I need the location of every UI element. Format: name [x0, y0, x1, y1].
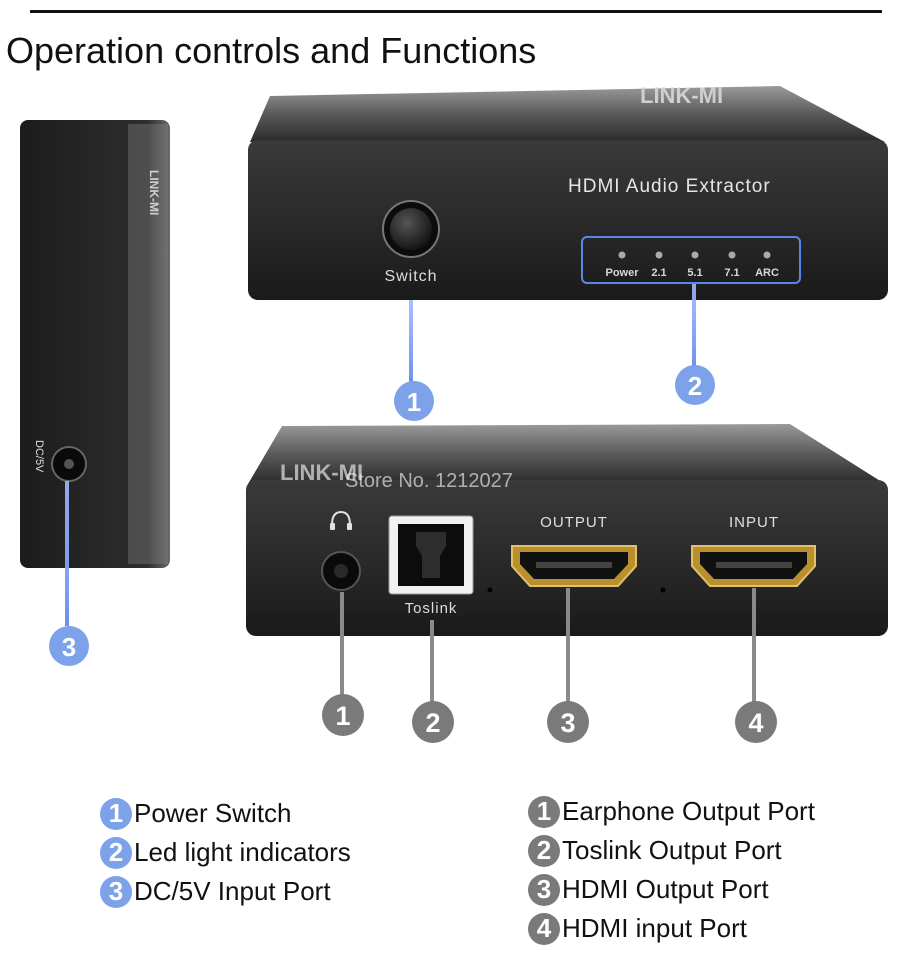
earphone-port-hole: [334, 564, 348, 578]
legend-right-badge: 1: [528, 795, 560, 828]
legend-left-text: Power Switch: [134, 798, 292, 828]
legend-right-item: 2 Toslink Output Port: [528, 831, 815, 870]
legend-left-text: DC/5V Input Port: [134, 876, 331, 906]
callout-rear-4: [735, 701, 777, 743]
led-label-2-1: 2.1: [651, 267, 666, 279]
power-switch-button-cap: [390, 208, 432, 250]
dc-label: DC/5V: [33, 440, 45, 473]
led-label-power: Power: [605, 267, 639, 279]
rear-device: LINK-MI Store No. 1212027 Toslink OUTPUT…: [246, 424, 888, 743]
legend-right-text: HDMI input Port: [562, 913, 747, 943]
top-rule: [30, 10, 882, 13]
legend-right-text: HDMI Output Port: [562, 874, 769, 904]
callout-line-hdmi-output: [566, 588, 570, 702]
headphones-icon: [330, 510, 352, 530]
watermark: Store No. 1212027: [345, 470, 513, 492]
legend-left-item: 1 Power Switch: [100, 794, 351, 833]
callout-rear-1-label: 1: [335, 701, 350, 731]
led-7-1: [728, 251, 736, 259]
hdmi-input-port-pins: [716, 562, 792, 568]
switch-label: Switch: [384, 268, 437, 285]
callout-front-2: [675, 365, 715, 405]
input-label: INPUT: [729, 514, 779, 531]
legend-left-item: 3 DC/5V Input Port: [100, 872, 351, 911]
legend-right-badge: 2: [528, 834, 560, 867]
led-label-5-1: 5.1: [687, 267, 702, 279]
callout-side-3: [49, 626, 89, 666]
product-name: HDMI Audio Extractor: [568, 176, 771, 197]
callout-line-toslink: [430, 620, 434, 702]
brand-logo-top: LINK-MI: [640, 83, 723, 108]
brand-logo-side: LINK-MI: [147, 170, 161, 215]
rear-device-top: [248, 424, 885, 484]
legend-right-text: Earphone Output Port: [562, 796, 815, 826]
callout-line-earphone: [340, 592, 344, 696]
legend-right-badge: 4: [528, 912, 560, 945]
rear-indicator-dot-1: [487, 587, 493, 593]
led-5-1: [691, 251, 699, 259]
callout-line-dc: [65, 481, 69, 626]
side-device: LINK-MI DC/5V 3: [20, 120, 170, 666]
led-2-1: [655, 251, 663, 259]
front-device-face: [248, 140, 888, 300]
dc-input-pin: [64, 459, 74, 469]
callout-rear-2-label: 2: [425, 708, 440, 738]
legend-left-item: 2 Led light indicators: [100, 833, 351, 872]
led-label-arc: ARC: [755, 267, 779, 279]
callout-rear-3-label: 3: [560, 708, 575, 738]
callout-rear-2: [412, 701, 454, 743]
legend-left-badge: 1: [100, 797, 132, 830]
callout-rear-1: [322, 694, 364, 736]
led-power: [618, 251, 626, 259]
brand-logo-rear: LINK-MI: [280, 460, 363, 485]
callout-front-2-label: 2: [688, 371, 702, 401]
led-arc: [763, 251, 771, 259]
callout-line-hdmi-input: [752, 588, 756, 702]
toslink-label: Toslink: [405, 600, 458, 617]
callout-rear-4-label: 4: [748, 708, 763, 738]
legend-right-item: 1 Earphone Output Port: [528, 792, 815, 831]
callout-front-1: [394, 381, 434, 421]
side-device-top-edge: [128, 124, 168, 564]
callout-line-switch: [409, 300, 413, 384]
legend-left-badge: 3: [100, 875, 132, 908]
legend-right-item: 4 HDMI input Port: [528, 909, 815, 948]
rear-indicator-dot-2: [660, 587, 666, 593]
legend-right-badge: 3: [528, 873, 560, 906]
legend-right-text: Toslink Output Port: [562, 835, 782, 865]
legend-right: 1 Earphone Output Port 2 Toslink Output …: [528, 792, 815, 948]
front-device-top: [250, 86, 885, 142]
led-label-7-1: 7.1: [724, 267, 739, 279]
legend-left-badge: 2: [100, 836, 132, 869]
output-label: OUTPUT: [540, 514, 608, 531]
callout-line-leds: [692, 284, 696, 370]
callout-side-3-label: 3: [62, 632, 76, 662]
front-device: LINK-MI HDMI Audio Extractor Switch Powe…: [248, 83, 888, 421]
led-indicator-box: [581, 236, 801, 284]
page-title: Operation controls and Functions: [6, 30, 537, 71]
legend-left: 1 Power Switch 2 Led light indicators 3 …: [100, 794, 351, 911]
callout-front-1-label: 1: [407, 387, 421, 417]
legend-right-item: 3 HDMI Output Port: [528, 870, 815, 909]
hdmi-output-port-pins: [536, 562, 612, 568]
legend-left-text: Led light indicators: [134, 837, 351, 867]
callout-rear-3: [547, 701, 589, 743]
toslink-port-shutter: [416, 532, 446, 578]
